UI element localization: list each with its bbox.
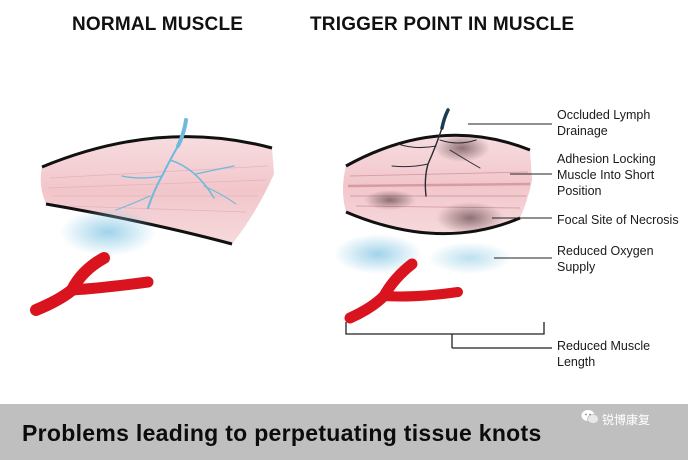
occluded-lymph-vessel bbox=[391, 108, 481, 197]
trigger-muscle bbox=[334, 108, 532, 324]
trigger-artery bbox=[344, 258, 463, 324]
wechat-icon bbox=[581, 410, 599, 424]
normal-artery bbox=[30, 252, 154, 316]
muscle-diagram bbox=[30, 108, 552, 349]
normal-muscle-top-edge bbox=[41, 135, 273, 169]
watermark-text: 锐博康复 bbox=[602, 413, 651, 427]
callout-leaders bbox=[468, 123, 552, 259]
normal-muscle bbox=[30, 118, 274, 316]
normal-lymph-mist bbox=[60, 208, 156, 256]
callout-reduced-oxygen: Reduced Oxygen Supply bbox=[557, 244, 654, 274]
trigger-point-title: TRIGGER POINT IN MUSCLE bbox=[310, 14, 575, 35]
caption-text: Problems leading to perpetuating tissue … bbox=[22, 420, 542, 446]
trigger-muscle-bottom-edge bbox=[345, 210, 521, 236]
callout-adhesion-locking: Adhesion Locking Muscle Into Short Posit… bbox=[557, 152, 656, 198]
necrosis-shadow-top bbox=[434, 134, 490, 162]
trigger-lymph-mist-left bbox=[334, 234, 422, 274]
normal-muscle-title: NORMAL MUSCLE bbox=[72, 14, 244, 35]
callout-reduced-length: Reduced Muscle Length bbox=[557, 339, 651, 369]
normal-muscle-body bbox=[40, 136, 274, 244]
caption-banner bbox=[0, 404, 688, 460]
callout-occluded-lymph: Occluded Lymph Drainage bbox=[557, 108, 651, 138]
callout-focal-necrosis: Focal Site of Necrosis bbox=[557, 213, 679, 227]
trigger-lymph-mist-right bbox=[428, 242, 512, 274]
necrosis-shadow-left bbox=[364, 190, 416, 210]
necrosis-shadow-lower bbox=[436, 202, 504, 234]
reduced-length-bracket bbox=[345, 322, 552, 349]
